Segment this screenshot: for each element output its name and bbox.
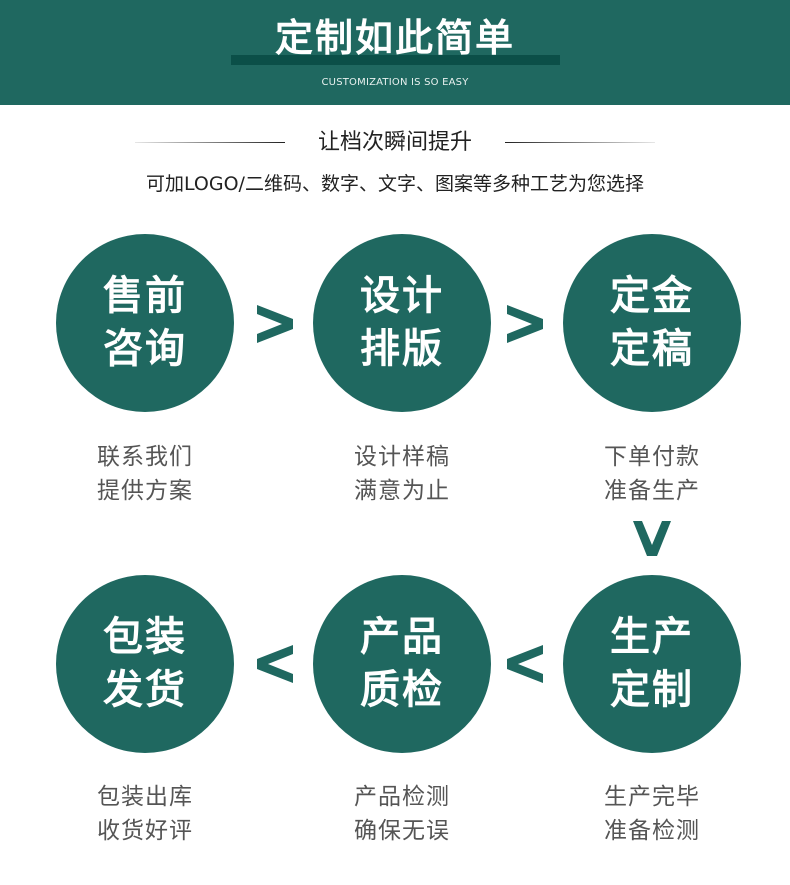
chevron-right-icon (507, 305, 543, 343)
step-note: 产品检测 确保无误 (313, 780, 491, 848)
step-note: 包装出库 收货好评 (56, 780, 234, 848)
step-note: 联系我们 提供方案 (56, 440, 234, 508)
step-title-line1: 定金 (610, 273, 694, 319)
divider-right (505, 142, 655, 143)
note-line2: 准备检测 (604, 818, 700, 844)
step-production: 生产 定制 (563, 575, 741, 753)
section-heading: 让档次瞬间提升 (317, 130, 472, 155)
step-quality-check: 产品 质检 (313, 575, 491, 753)
divider-left (135, 142, 285, 143)
note-line2: 准备生产 (604, 478, 700, 504)
step-title-line2: 定制 (610, 667, 694, 713)
step-note: 设计样稿 满意为止 (313, 440, 491, 508)
step-deposit-confirm: 定金 定稿 (563, 234, 741, 412)
note-line1: 联系我们 (97, 444, 193, 470)
note-line2: 满意为止 (354, 478, 450, 504)
step-note: 下单付款 准备生产 (563, 440, 741, 508)
step-title-line2: 定稿 (610, 326, 694, 372)
step-title-line2: 发货 (103, 667, 187, 713)
note-line1: 设计样稿 (354, 444, 450, 470)
step-presale-consult: 售前 咨询 (56, 234, 234, 412)
note-line2: 确保无误 (354, 818, 450, 844)
step-pack-ship: 包装 发货 (56, 575, 234, 753)
page-title: 定制如此简单 (274, 16, 515, 60)
page-subtitle: CUSTOMIZATION IS SO EASY (321, 77, 469, 88)
chevron-left-icon (507, 645, 543, 683)
note-line1: 生产完毕 (604, 784, 700, 810)
step-title-line1: 售前 (103, 273, 187, 319)
chevron-left-icon (257, 645, 293, 683)
step-title-line1: 包装 (103, 614, 187, 660)
section-heading-row: 让档次瞬间提升 (0, 126, 790, 160)
step-note: 生产完毕 准备检测 (563, 780, 741, 848)
step-title-line1: 生产 (610, 614, 694, 660)
note-line2: 收货好评 (97, 818, 193, 844)
chevron-down-icon (633, 521, 671, 556)
step-title-line1: 产品 (360, 614, 444, 660)
step-title-line1: 设计 (360, 273, 444, 319)
step-title-line2: 排版 (360, 326, 444, 372)
chevron-right-icon (257, 305, 293, 343)
step-design-layout: 设计 排版 (313, 234, 491, 412)
header-banner: 定制如此简单 CUSTOMIZATION IS SO EASY (0, 0, 790, 105)
step-title-line2: 咨询 (103, 326, 187, 372)
note-line1: 产品检测 (354, 784, 450, 810)
section-description: 可加LOGO/二维码、数字、文字、图案等多种工艺为您选择 (146, 173, 644, 195)
step-title-line2: 质检 (360, 667, 444, 713)
note-line1: 下单付款 (604, 444, 700, 470)
header-accent-bar (231, 55, 560, 65)
note-line1: 包装出库 (97, 784, 193, 810)
note-line2: 提供方案 (97, 478, 193, 504)
